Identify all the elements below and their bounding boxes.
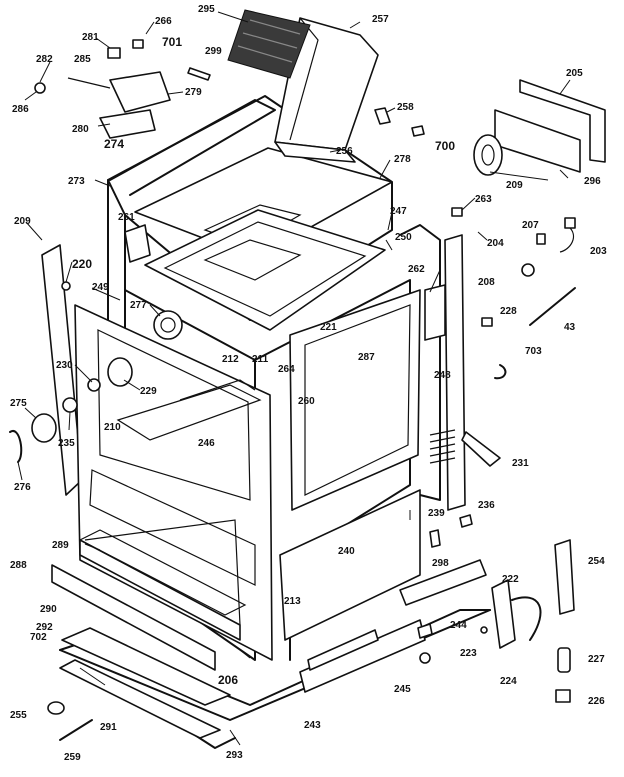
callout-245: 245 (394, 684, 411, 695)
callout-259: 259 (64, 752, 81, 763)
callout-295: 295 (198, 4, 215, 15)
callout-702: 702 (30, 632, 47, 643)
callout-211: 211 (252, 354, 269, 365)
callout-250: 250 (395, 232, 412, 243)
callout-255: 255 (10, 710, 27, 721)
callout-286: 286 (12, 104, 29, 115)
drawer-bottom (61, 627, 231, 706)
broiler-frame (279, 489, 421, 641)
callout-258: 258 (397, 102, 414, 113)
callout-701: 701 (162, 35, 182, 49)
callout-264: 264 (278, 364, 295, 375)
callout-299: 299 (205, 46, 222, 57)
callout-275: 275 (10, 398, 27, 409)
callout-236: 236 (478, 500, 495, 511)
callout-700: 700 (435, 139, 455, 153)
callout-43: 43 (564, 322, 576, 333)
callout-703: 703 (525, 346, 542, 357)
kick-plate (59, 659, 221, 739)
callout-266: 266 (155, 16, 172, 27)
callout-257: 257 (372, 14, 389, 25)
igniter-assembly (34, 39, 211, 139)
callout-289: 289 (52, 540, 69, 551)
callout-256: 256 (336, 146, 353, 157)
vent-duct (274, 17, 379, 163)
callout-227: 227 (588, 654, 605, 665)
left-parts (9, 224, 183, 741)
callout-239: 239 (428, 508, 445, 519)
callout-213: 213 (284, 596, 301, 607)
callout-207: 207 (522, 220, 539, 231)
callout-222: 222 (502, 574, 519, 585)
drawer-body (79, 539, 241, 641)
callout-206: 206 (218, 673, 238, 687)
callout-248: 248 (434, 370, 451, 381)
callout-281: 281 (82, 32, 99, 43)
callout-208: 208 (478, 277, 495, 288)
oven-light-globe (31, 413, 57, 443)
callout-263: 263 (475, 194, 492, 205)
callout-243: 243 (304, 720, 321, 731)
callout-224: 224 (500, 676, 517, 687)
callout-273: 273 (68, 176, 85, 187)
callout-293: 293 (226, 750, 243, 761)
callout-277: 277 (130, 300, 147, 311)
callout-230: 230 (56, 360, 73, 371)
callout-210: 210 (104, 422, 121, 433)
storage-drawer (51, 519, 247, 739)
callout-278: 278 (394, 154, 411, 165)
callout-276: 276 (14, 482, 31, 493)
drawer-front (51, 564, 216, 671)
cabinet-body (41, 95, 491, 749)
callout-221: 221 (320, 322, 337, 333)
lower-right-parts (299, 539, 575, 703)
callout-212: 212 (222, 354, 239, 365)
callout-285: 285 (74, 54, 91, 65)
callout-205: 205 (566, 68, 583, 79)
callout-203: 203 (590, 246, 607, 257)
callout-261: 261 (118, 212, 135, 223)
callout-labels: 295 257 266 281 701 299 282 285 279 286 … (10, 4, 607, 763)
right-side-panel (444, 234, 466, 511)
callout-290: 290 (40, 604, 57, 615)
callout-260: 260 (298, 396, 315, 407)
callout-229: 229 (140, 386, 157, 397)
callout-274: 274 (104, 137, 124, 151)
callout-209: 209 (14, 216, 31, 227)
callout-226: 226 (588, 696, 605, 707)
callout-288: 288 (10, 560, 27, 571)
callout-287: 287 (358, 352, 375, 363)
callout-244: 244 (450, 620, 467, 631)
callout-249: 249 (92, 282, 109, 293)
callout-282: 282 (36, 54, 53, 65)
knob-cap (34, 82, 46, 94)
callout-235: 235 (58, 438, 75, 449)
callout-220: 220 (72, 257, 92, 271)
right-parts (374, 79, 606, 548)
callout-231: 231 (512, 458, 529, 469)
callout-280: 280 (72, 124, 89, 135)
burner-box (144, 209, 386, 331)
callout-228: 228 (500, 306, 517, 317)
callout-246: 246 (198, 438, 215, 449)
callout-254: 254 (588, 556, 605, 567)
callout-204: 204 (487, 238, 504, 249)
igniter-bracket (107, 47, 121, 59)
callout-292: 292 (36, 622, 53, 633)
leader-lines (17, 11, 571, 746)
callout-240: 240 (338, 546, 355, 557)
callout-298: 298 (432, 558, 449, 569)
callout-247: 247 (390, 206, 407, 217)
callout-223: 223 (460, 648, 477, 659)
callout-262: 262 (408, 264, 425, 275)
callout-291: 291 (100, 722, 117, 733)
callout-296: 296 (584, 176, 601, 187)
callout-279: 279 (185, 87, 202, 98)
callout-709: 209 (506, 180, 523, 191)
